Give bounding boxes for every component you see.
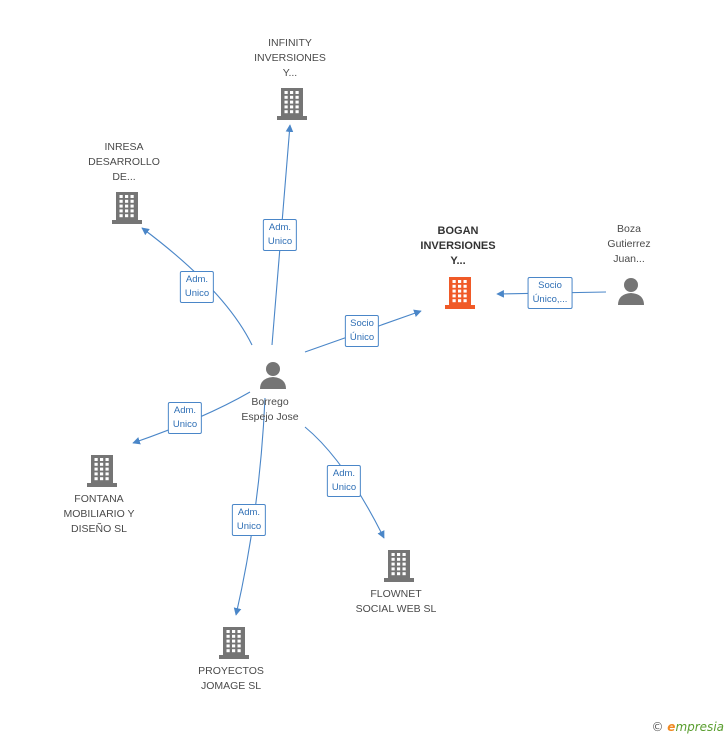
label-line: FLOWNET	[370, 588, 422, 600]
node-label-bogan[interactable]: BOGAN INVERSIONES Y...	[420, 224, 495, 269]
node-label-proyectos[interactable]: PROYECTOS JOMAGE SL	[198, 664, 264, 694]
label-line: DESARROLLO	[88, 156, 160, 168]
label-line: FONTANA	[74, 493, 124, 505]
edge-label-borrego-infinity: Adm. Unico	[262, 219, 298, 251]
edge-label-borrego-inresa: Adm. Unico	[179, 271, 215, 303]
building-icon[interactable]	[384, 548, 414, 582]
label-line: DISEÑO SL	[70, 523, 128, 535]
label-line: Y...	[450, 255, 466, 267]
building-icon[interactable]	[219, 625, 249, 659]
edge-label-borrego-bogan: Socio Único	[344, 315, 380, 347]
label-line: Borrego	[251, 396, 289, 408]
label-line: Gutierrez	[607, 238, 651, 250]
label-line: MOBILIARIO Y	[63, 508, 135, 520]
edge-label-borrego-flownet: Adm. Unico	[326, 465, 362, 497]
edge-label-line: Adm.	[173, 405, 197, 416]
label-line: SOCIAL WEB SL	[355, 603, 437, 615]
building-icon-focus[interactable]	[445, 275, 475, 309]
label-line: Boza	[617, 223, 641, 235]
label-line: PROYECTOS	[198, 665, 264, 677]
node-label-borrego[interactable]: Borrego Espejo Jose	[241, 395, 298, 425]
label-line: INVERSIONES	[254, 52, 326, 64]
node-label-fontana[interactable]: FONTANA MOBILIARIO Y DISEÑO SL	[64, 492, 135, 537]
edge-label-line: Unico	[267, 236, 293, 247]
building-icon[interactable]	[277, 86, 307, 120]
label-line: Espejo Jose	[241, 411, 299, 423]
node-label-flownet[interactable]: FLOWNET SOCIAL WEB SL	[356, 587, 437, 617]
edge-label-line: Unico	[236, 521, 262, 532]
label-line: DE...	[112, 171, 136, 183]
edge-label-line: Socio	[350, 318, 374, 329]
label-line: INFINITY	[268, 37, 312, 49]
edge-label-line: Adm.	[268, 222, 292, 233]
person-icon[interactable]	[258, 360, 288, 390]
label-line: BOGAN	[437, 225, 479, 237]
building-icon[interactable]	[112, 190, 142, 224]
label-line: JOMAGE SL	[200, 680, 262, 692]
edge-label-line: Adm.	[237, 507, 261, 518]
label-line: Y...	[282, 67, 298, 79]
brand-name: mpresia	[675, 720, 724, 734]
node-label-infinity[interactable]: INFINITY INVERSIONES Y...	[254, 36, 326, 81]
brand-e: e	[667, 720, 676, 734]
copyright-symbol: ©	[651, 720, 664, 734]
edge-label-borrego-fontana: Adm. Unico	[167, 402, 203, 434]
brand-logo: © empresia	[651, 720, 724, 734]
node-label-boza[interactable]: Boza Gutierrez Juan...	[607, 222, 650, 267]
edge-label-line: Adm.	[332, 468, 356, 479]
label-line: Juan...	[613, 253, 645, 265]
edge-label-line: Unico	[184, 288, 210, 299]
edge-label-borrego-proyectos: Adm. Unico	[231, 504, 267, 536]
person-icon[interactable]	[616, 276, 646, 306]
edge-label-line: Único	[349, 332, 375, 343]
building-icon[interactable]	[87, 453, 117, 487]
label-line: INVERSIONES	[420, 240, 496, 252]
edge-label-boza-bogan: Socio Único,...	[527, 277, 573, 309]
edge-label-line: Socio	[538, 280, 562, 291]
edge-label-line: Adm.	[185, 274, 209, 285]
edge-label-line: Unico	[331, 482, 357, 493]
edge-label-line: Unico	[172, 419, 198, 430]
edge-label-line: Único,...	[532, 294, 568, 305]
node-label-inresa[interactable]: INRESA DESARROLLO DE...	[88, 140, 160, 185]
label-line: INRESA	[104, 141, 144, 153]
